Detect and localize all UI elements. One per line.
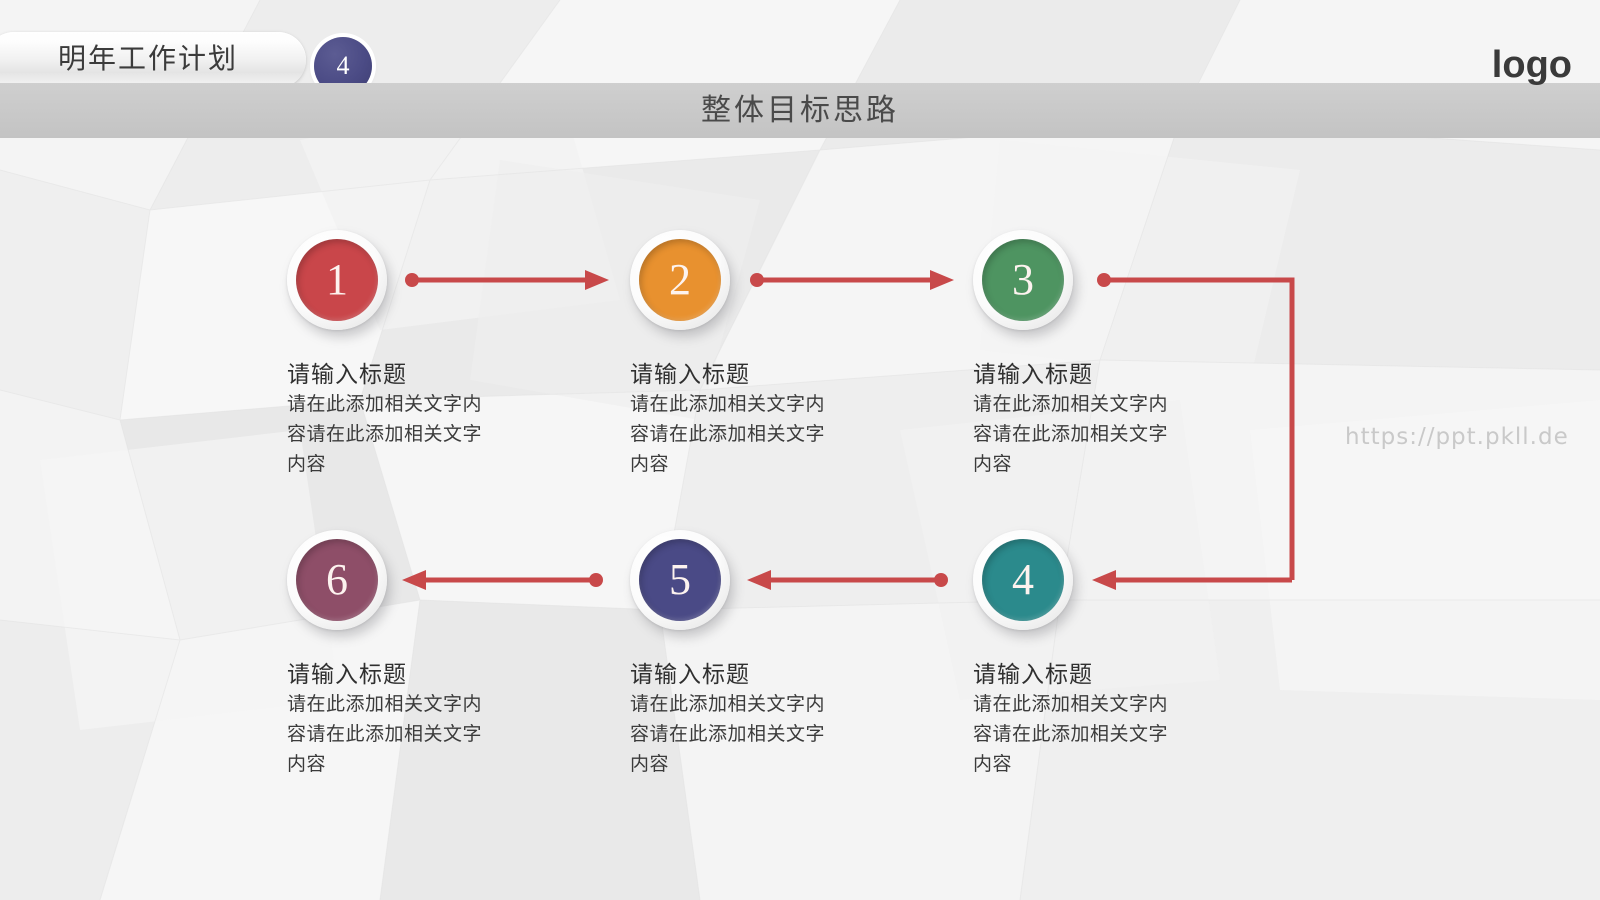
- node-body-3: 请在此添加相关文字内容请在此添加相关文字内容: [973, 394, 1169, 475]
- node-number-label-6: 6: [326, 555, 348, 604]
- node-number-circle-4: 4: [982, 539, 1064, 621]
- node-bezel-6: 6: [287, 530, 387, 630]
- node-number-circle-5: 5: [639, 539, 721, 621]
- node-number-label-3: 3: [1012, 255, 1034, 304]
- node-number-circle-1: 1: [296, 239, 378, 321]
- node-body-6: 请在此添加相关文字内容请在此添加相关文字内容: [287, 694, 483, 775]
- logo: logo: [1491, 44, 1572, 86]
- node-title-5: 请输入标题: [630, 662, 750, 687]
- node-number-label-4: 4: [1012, 555, 1034, 604]
- header-pill-label: 明年工作计划: [58, 44, 239, 75]
- node-number-circle-6: 6: [296, 539, 378, 621]
- node-title-3: 请输入标题: [973, 362, 1093, 387]
- node-title-1: 请输入标题: [287, 362, 407, 387]
- node-bezel-1: 1: [287, 230, 387, 330]
- node-bezel-2: 2: [630, 230, 730, 330]
- node-bezel-3: 3: [973, 230, 1073, 330]
- node-number-label-5: 5: [669, 555, 691, 604]
- node-number-circle-2: 2: [639, 239, 721, 321]
- node-body-5: 请在此添加相关文字内容请在此添加相关文字内容: [630, 694, 826, 775]
- node-number-label-2: 2: [669, 255, 691, 304]
- node-number-label-1: 1: [326, 255, 348, 304]
- node-bezel-4: 4: [973, 530, 1073, 630]
- node-title-4: 请输入标题: [973, 662, 1093, 687]
- node-number-circle-3: 3: [982, 239, 1064, 321]
- node-body-1: 请在此添加相关文字内容请在此添加相关文字内容: [287, 394, 483, 475]
- node-title-6: 请输入标题: [287, 662, 407, 687]
- title-band: [0, 83, 1600, 138]
- watermark: https://ppt.pkll.de: [1345, 424, 1569, 450]
- header-pill: [0, 32, 306, 88]
- node-title-2: 请输入标题: [630, 362, 750, 387]
- node-bezel-5: 5: [630, 530, 730, 630]
- node-body-4: 请在此添加相关文字内容请在此添加相关文字内容: [973, 694, 1169, 775]
- page-title: 整体目标思路: [701, 94, 899, 127]
- node-body-2: 请在此添加相关文字内容请在此添加相关文字内容: [630, 394, 826, 475]
